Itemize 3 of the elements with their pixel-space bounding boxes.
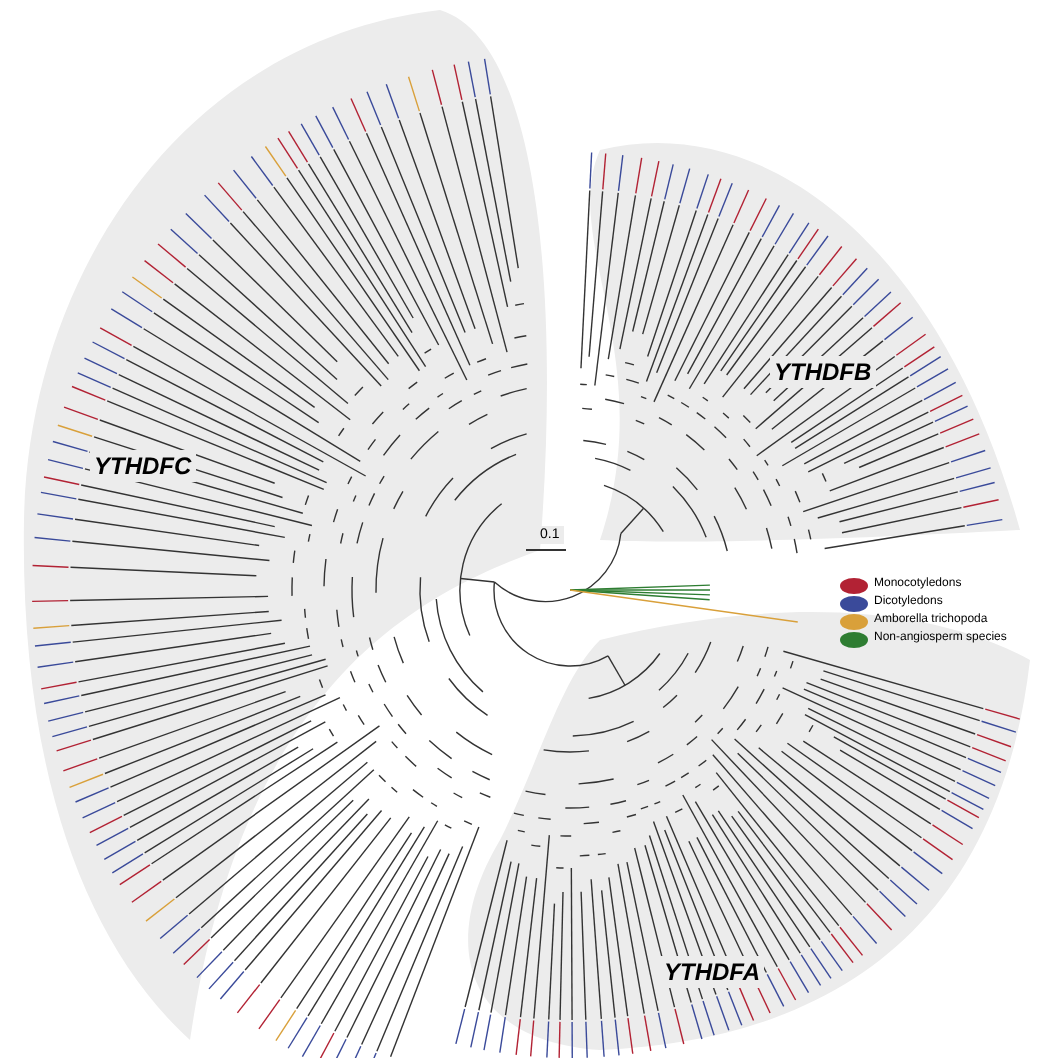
clade-label: YTHDFC [90, 450, 196, 482]
clade-label: YTHDFA [660, 956, 764, 988]
clade-label: YTHDFB [770, 356, 876, 388]
